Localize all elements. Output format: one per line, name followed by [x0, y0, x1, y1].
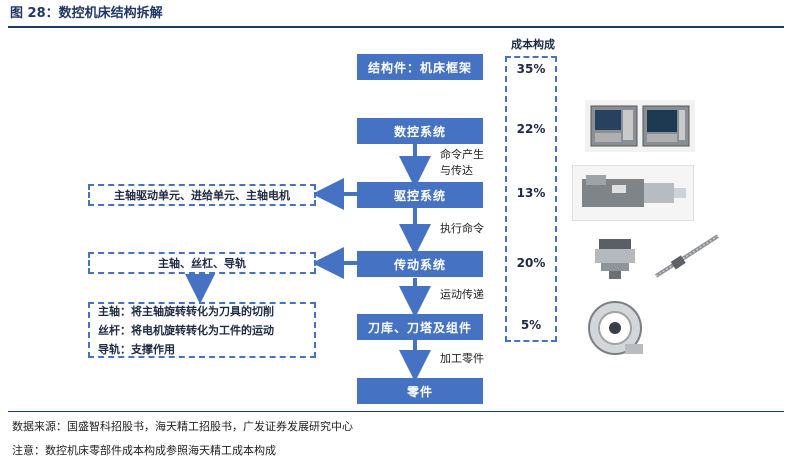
cost-value-frame: 35%: [516, 62, 546, 76]
node-cnc-system: 数控系统: [357, 118, 483, 144]
footnote: 注意：数控机床零部件成本构成参照海天精工成本构成: [12, 444, 276, 457]
drive-components-box: 主轴驱动单元、进给单元、主轴电机: [88, 184, 316, 206]
spindle-motor-icon: [572, 165, 694, 221]
cost-value-tool: 5%: [520, 318, 542, 332]
component-descriptions-box: 主轴：将主轴旋转转化为刀具的切削 丝杆：将电机旋转转化为工件的运动 导轨：支撑作…: [88, 302, 316, 358]
cost-panel: [505, 56, 557, 342]
spindle-icon: [595, 239, 635, 279]
tool-magazine-icon: [588, 301, 643, 355]
cost-value-cnc: 22%: [516, 122, 546, 136]
cost-value-transmission: 20%: [516, 256, 546, 270]
edge-label-tool-to-part: 加工零件: [440, 352, 484, 365]
ball-screw-icon: [654, 234, 720, 278]
source-note: 数据来源：国盛智科招股书，海天精工招股书，广发证券发展研究中心: [12, 420, 353, 433]
description-row-guide: 导轨：支撑作用: [98, 343, 175, 356]
node-transmission-system: 传动系统: [357, 251, 483, 277]
edge-label-drive-to-transmission: 执行命令: [440, 222, 484, 235]
transmission-components-box: 主轴、丝杠、导轨: [88, 252, 316, 274]
description-row-screw: 丝杆：将电机旋转转化为工件的运动: [98, 324, 274, 337]
node-tool-magazine: 刀库、刀塔及组件: [357, 314, 483, 340]
title-rule: [8, 26, 784, 28]
cost-header: 成本构成: [511, 38, 555, 51]
footer-rule: [8, 411, 784, 412]
node-frame: 结构件：机床框架: [357, 54, 483, 80]
edge-label-transmission-to-tool: 运动传递: [440, 288, 484, 301]
description-row-spindle: 主轴：将主轴旋转转化为刀具的切削: [98, 305, 274, 318]
edge-label-cnc-to-drive: 命令产生 与传达: [440, 148, 484, 177]
cost-value-drive: 13%: [516, 186, 546, 200]
node-part: 零件: [357, 378, 483, 404]
node-drive-control-system: 驱控系统: [357, 182, 483, 208]
figure-title: 图 28：数控机床结构拆解: [10, 6, 163, 21]
cnc-control-panel-icon: [585, 100, 695, 152]
